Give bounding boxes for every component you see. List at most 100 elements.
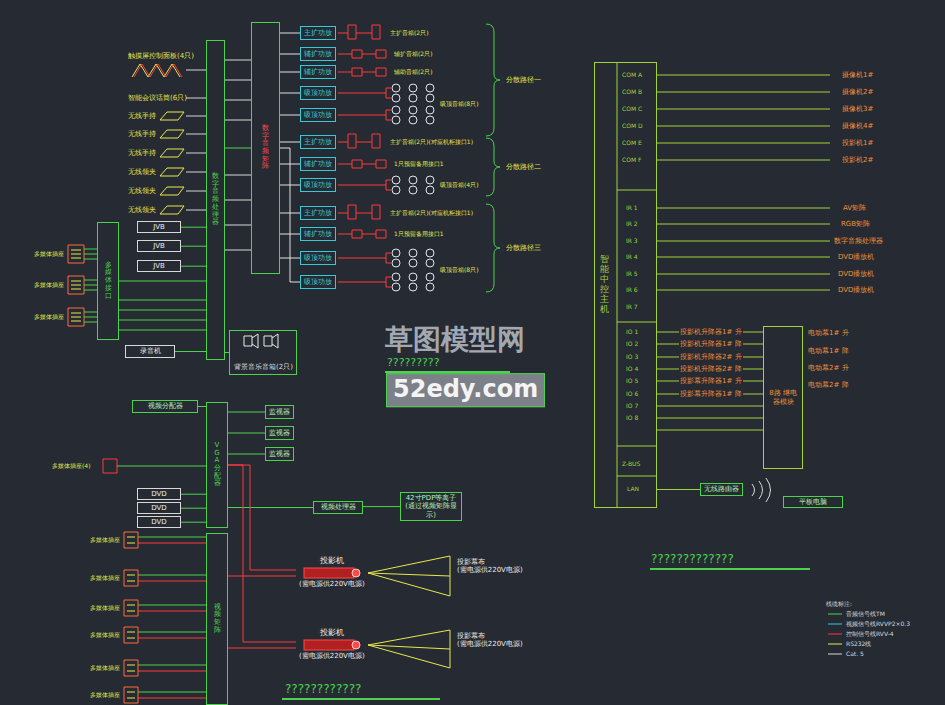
legend-sample — [828, 624, 842, 625]
annotation-label: 分散路径二 — [506, 163, 541, 171]
node-label: 视频分配器 — [148, 402, 183, 410]
node-label: 吸顶功放 — [304, 278, 332, 286]
socket-icon — [68, 245, 84, 326]
amplifier-box: 主扩功放 — [300, 135, 336, 149]
annotation-label: 多媒体插座 — [90, 632, 120, 639]
legend-text: 视频信号线RVVP2×0.3 — [846, 621, 910, 628]
annotation-label: 吸顶音箱(8只) — [440, 267, 479, 274]
connector — [280, 142, 300, 143]
annotation-label: IO 7 — [626, 403, 638, 410]
socket-wire — [117, 466, 206, 692]
connector — [363, 506, 400, 507]
projector: 投影机(需电源供220V电源) — [296, 628, 368, 660]
amplifier-box: 吸顶功放 — [300, 275, 336, 289]
annotation-label: 电动幕1# 升 — [808, 329, 849, 337]
amplifier-box: 辅扩功放 — [300, 47, 336, 61]
amplifier-box: 主扩功放 — [300, 206, 336, 220]
node-label: 录音机 — [140, 347, 161, 355]
legend-sample — [828, 634, 842, 635]
connector — [228, 412, 265, 413]
projector-symbol — [302, 566, 362, 580]
annotation-label: RGB矩阵 — [841, 220, 870, 228]
node-label: DVD — [151, 518, 166, 526]
connector — [198, 406, 206, 407]
annotation-label: IR 5 — [626, 271, 638, 278]
node-label: 主扩功放 — [304, 209, 332, 217]
connector — [228, 648, 296, 649]
node-label: JVB — [153, 242, 165, 250]
node-label: VGA分配器 — [214, 442, 221, 488]
node-label: 吸顶功放 — [304, 181, 332, 189]
amplifier-box: 辅扩功放 — [300, 65, 336, 79]
projection-beam — [368, 556, 450, 668]
projection-screen: 投影幕布(需电源供220V电源) — [455, 632, 525, 649]
input-wire — [186, 70, 206, 210]
annotation-label: 投影机升降器2# 升 — [679, 353, 743, 361]
legend-sample — [828, 654, 842, 655]
connector — [280, 115, 300, 116]
node-label: 视频矩阵 — [214, 604, 221, 635]
annotation-label: COM A — [622, 72, 642, 79]
projector-lens — [352, 641, 360, 649]
connector — [181, 522, 206, 523]
amplifier-box: 辅扩功放 — [300, 157, 336, 171]
monitor-box: 监视器 — [265, 426, 294, 440]
wireless-mic-icon — [160, 112, 184, 214]
wireless-signal — [752, 478, 771, 502]
annotation-label: 分散路径三 — [506, 244, 541, 252]
annotation-label: 电动幕2# 降 — [808, 381, 849, 389]
annotation-label: 智能会议话筒(6只) — [128, 94, 187, 102]
annotation-label: ???????????? — [284, 683, 362, 697]
controller-box: 智能中控主机 — [594, 62, 657, 508]
node-label: DVD — [151, 504, 166, 512]
node-label: 投影机 — [320, 556, 344, 566]
node-label: 多媒体接口 — [105, 262, 112, 300]
connector — [228, 454, 265, 455]
annotation-label: 无线手持 — [128, 149, 156, 157]
connector — [280, 72, 300, 73]
connector — [228, 433, 265, 434]
aux-speaker-icon — [352, 50, 386, 238]
connector — [657, 430, 763, 431]
socket-icon — [71, 250, 81, 321]
annotation-label: 1只预留备用接口1 — [394, 231, 444, 238]
processor-bar: 数字音频处理器 — [206, 40, 225, 360]
connector — [657, 489, 700, 490]
annotation-label: IO 6 — [626, 391, 638, 398]
background-speaker-icon — [244, 334, 278, 348]
connector — [225, 148, 251, 149]
annotation-label: IR 7 — [626, 304, 638, 311]
connector — [175, 351, 206, 352]
device-box: JVB — [137, 240, 181, 252]
projector-lens — [352, 569, 360, 577]
node-label: 辅扩功放 — [304, 160, 332, 168]
annotation-label: 无线领夹 — [128, 168, 156, 176]
annotation-label: LAN — [627, 486, 639, 493]
node-label: 监视器 — [269, 450, 290, 458]
annotation-label: 投影机升降器1# 降 — [679, 340, 743, 348]
video-matrix-bar: 视频矩阵 — [206, 533, 228, 705]
touch-panel-icon — [134, 64, 182, 77]
zone-bracket — [486, 24, 500, 292]
annotation-label: 投影幕升降器1# 降 — [679, 390, 743, 398]
annotation-label: ????????? — [386, 357, 441, 370]
annotation-label: DVD播放机 — [838, 253, 874, 261]
dvd-box: DVD — [137, 502, 181, 514]
monitor-box: 监视器 — [265, 405, 294, 419]
node-label: 数字音频处理器 — [212, 173, 219, 227]
node-label: 平板电脑 — [799, 498, 827, 506]
annotation-label: 摄像机3# — [842, 105, 873, 113]
connector — [228, 465, 296, 642]
video-processor-box: 视频处理器 — [313, 501, 363, 514]
amplifier-box: 吸顶功放 — [300, 108, 336, 122]
relay-box: 8路 继电器模块 — [763, 326, 803, 469]
annotation-label: 多媒体插座 — [34, 314, 64, 321]
amplifier-box: 吸顶功放 — [300, 251, 336, 265]
node-label: 投影机 — [320, 628, 344, 638]
legend-sample — [828, 644, 842, 645]
legend-text: Cat. 5 — [846, 651, 864, 658]
dvd-box: DVD — [137, 516, 181, 528]
io-wire — [657, 332, 763, 418]
connector — [228, 576, 296, 577]
